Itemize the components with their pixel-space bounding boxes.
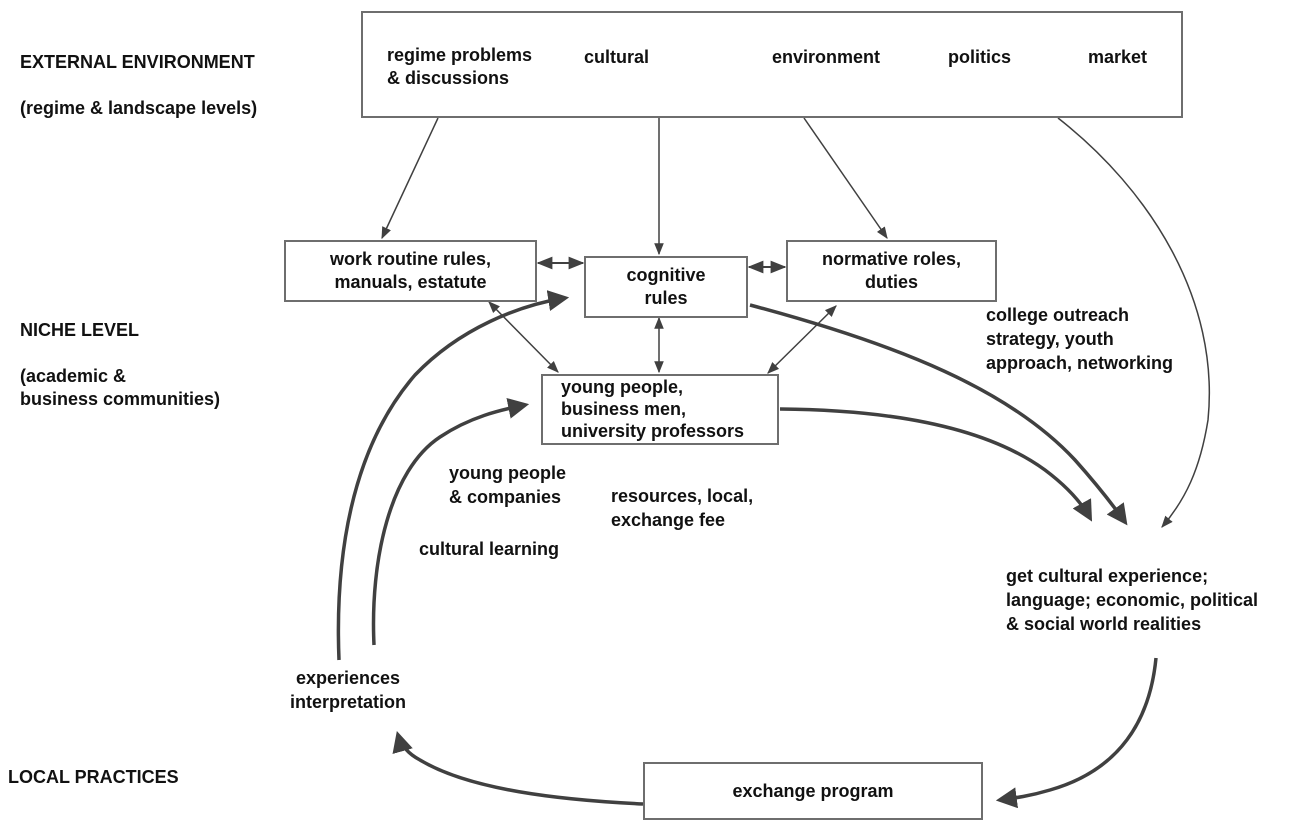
- level-local-title: LOCAL PRACTICES: [8, 767, 179, 787]
- arrow-market-to-experience: [1057, 117, 1210, 528]
- arrow-external-to-normative: [803, 117, 888, 239]
- cognitive-rules-box: cognitive rules: [584, 256, 748, 318]
- level-niche-title: NICHE LEVEL: [20, 320, 140, 340]
- external-environment-box: regime problems & discussions cultural e…: [361, 11, 1183, 118]
- level-niche: NICHE LEVEL (academic & business communi…: [20, 296, 220, 434]
- exchange-program-box: exchange program: [643, 762, 983, 820]
- annotation-college-outreach: college outreach strategy, youth approac…: [986, 305, 1174, 373]
- external-item-cultural: cultural: [584, 47, 650, 67]
- level-external-subtitle: (regime & landscape levels): [20, 98, 258, 118]
- actors-box: young people, business men, university p…: [541, 374, 779, 445]
- external-item-environment: environment: [772, 47, 881, 67]
- annotation-cultural-learning: cultural learning: [419, 539, 560, 559]
- arrow-exchange-to-experiences: [392, 730, 644, 806]
- external-item-politics: politics: [948, 47, 1012, 67]
- arrow-normative-actors: [767, 305, 837, 374]
- level-niche-subtitle: (academic & business communities): [20, 366, 221, 409]
- external-item-market: market: [1088, 47, 1148, 67]
- arrow-actors-to-experience: [779, 407, 1093, 522]
- annotation-experiences-interpretation: experiences interpretation: [290, 668, 407, 712]
- arrow-experiences-to-cognitive: [336, 290, 570, 661]
- arrow-external-to-work-routine: [381, 117, 439, 240]
- arrow-experience-to-exchange: [995, 657, 1158, 809]
- level-external: EXTERNAL ENVIRONMENT (regime & landscape…: [20, 28, 257, 143]
- external-item-regime: regime problems & discussions: [387, 45, 533, 88]
- work-routine-box: work routine rules, manuals, estatute: [284, 240, 537, 302]
- annotation-young-companies: young people & companies: [449, 463, 566, 507]
- arrow-work-routine-actors: [488, 301, 559, 373]
- annotation-cultural-experience: get cultural experience; language; econo…: [1006, 566, 1259, 634]
- normative-roles-box: normative roles, duties: [786, 240, 997, 302]
- arrow-experiences-to-actors: [371, 397, 530, 646]
- annotation-resources: resources, local, exchange fee: [611, 486, 754, 530]
- arrow-cognitive-to-experience: [749, 303, 1128, 526]
- level-external-title: EXTERNAL ENVIRONMENT: [20, 52, 255, 72]
